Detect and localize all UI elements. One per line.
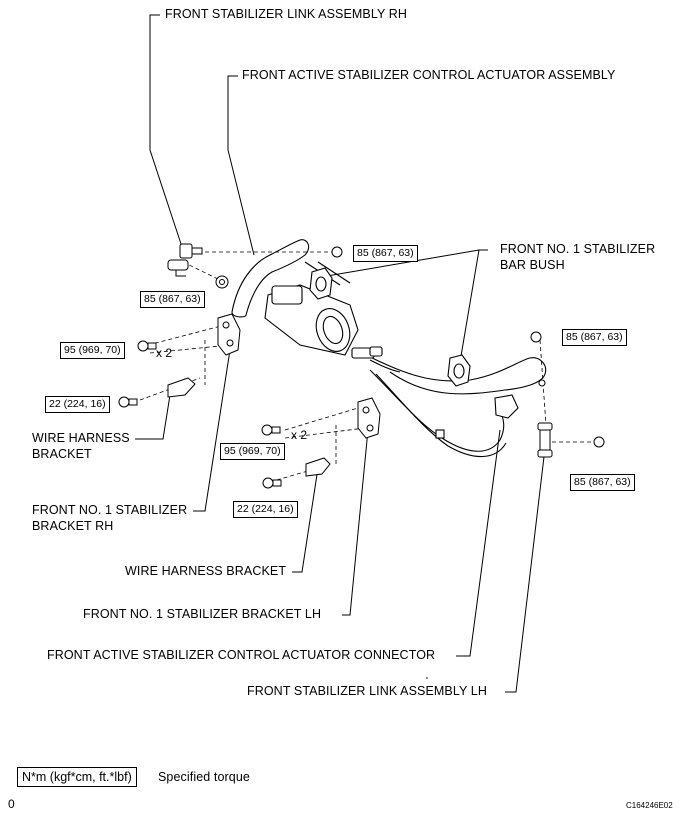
wire-bracket-rh-shape (167, 377, 196, 398)
label-actuator-connector: FRONT ACTIVE STABILIZER CONTROL ACTUATOR… (47, 648, 436, 662)
torque-wire-bracket-rh-bolt: 22 (224, 16) (45, 396, 110, 413)
harness-wire (369, 369, 505, 452)
figure-code: C164246E02 (626, 801, 673, 810)
torque-link-rh-nut-b: 85 (867, 63) (140, 291, 205, 308)
bracket-rh-shape (217, 313, 241, 356)
torque-link-rh-nut-a: 85 (867, 63) (353, 245, 418, 262)
footer-mark: 0 (8, 797, 15, 811)
leader-actuator-assembly (227, 75, 255, 256)
label-bar-bush-2: BAR BUSH (500, 258, 565, 272)
label-bracket-rh-1: FRONT NO. 1 STABILIZER (32, 503, 188, 517)
label-wire-bracket-lh: WIRE HARNESS BRACKET (125, 564, 287, 578)
torque-wire-bracket-lh-bolt: 22 (224, 16) (233, 501, 298, 518)
multiplier-rh: x 2 (156, 346, 173, 360)
leader-link-lh (505, 439, 547, 693)
bracket-lh-shape (357, 397, 381, 439)
stabilizer-bar-lh (359, 351, 547, 395)
multiplier-lh: x 2 (291, 428, 308, 442)
label-link-rh: FRONT STABILIZER LINK ASSEMBLY RH (165, 7, 408, 21)
link-rh-body (167, 259, 189, 271)
label-wire-bracket-rh-2: BRACKET (32, 447, 92, 461)
bracket-lh-bolt (261, 424, 273, 436)
leader-actuator-connector (456, 429, 501, 657)
leader-bar-bush-2 (459, 249, 480, 363)
legend-unit-box: N*m (kgf*cm, ft.*lbf) (17, 767, 137, 787)
legend-description: Specified torque (158, 770, 250, 784)
link-rh-nut-a (331, 246, 343, 258)
leader-wire-bracket-rh (135, 394, 171, 440)
label-wire-bracket-rh-1: WIRE HARNESS (32, 431, 130, 445)
link-lh-nut-a (530, 331, 542, 343)
torque-link-lh-nut-b: 85 (867, 63) (570, 474, 635, 491)
wire-bracket-lh-shape (305, 457, 331, 477)
bracket-rh-bolt (137, 340, 149, 352)
label-link-lh: FRONT STABILIZER LINK ASSEMBLY LH (247, 684, 487, 698)
label-actuator-assembly: FRONT ACTIVE STABILIZER CONTROL ACTUATOR… (242, 68, 616, 82)
leader-wire-bracket-lh (292, 467, 319, 573)
leader-bracket-rh (193, 349, 231, 512)
wire-bracket-rh-bolt (118, 396, 130, 408)
label-bar-bush-1: FRONT NO. 1 STABILIZER (500, 242, 656, 256)
torque-link-lh-nut-a: 85 (867, 63) (562, 329, 627, 346)
torque-bracket-lh-bolt: 95 (969, 70) (220, 443, 285, 460)
stabilizer-bar-rh (231, 239, 310, 316)
link-rh-bolt (179, 243, 193, 259)
link-lh-nut-b (593, 436, 605, 448)
wire-bracket-lh-bolt (262, 477, 274, 489)
torque-bracket-rh-bolt: 95 (969, 70) (60, 342, 125, 359)
connector (494, 394, 519, 419)
leader-link-rh (149, 14, 184, 251)
label-bracket-rh-2: BRACKET RH (32, 519, 114, 533)
label-bracket-lh: FRONT NO. 1 STABILIZER BRACKET LH (83, 607, 322, 621)
leader-bracket-lh (342, 429, 369, 616)
